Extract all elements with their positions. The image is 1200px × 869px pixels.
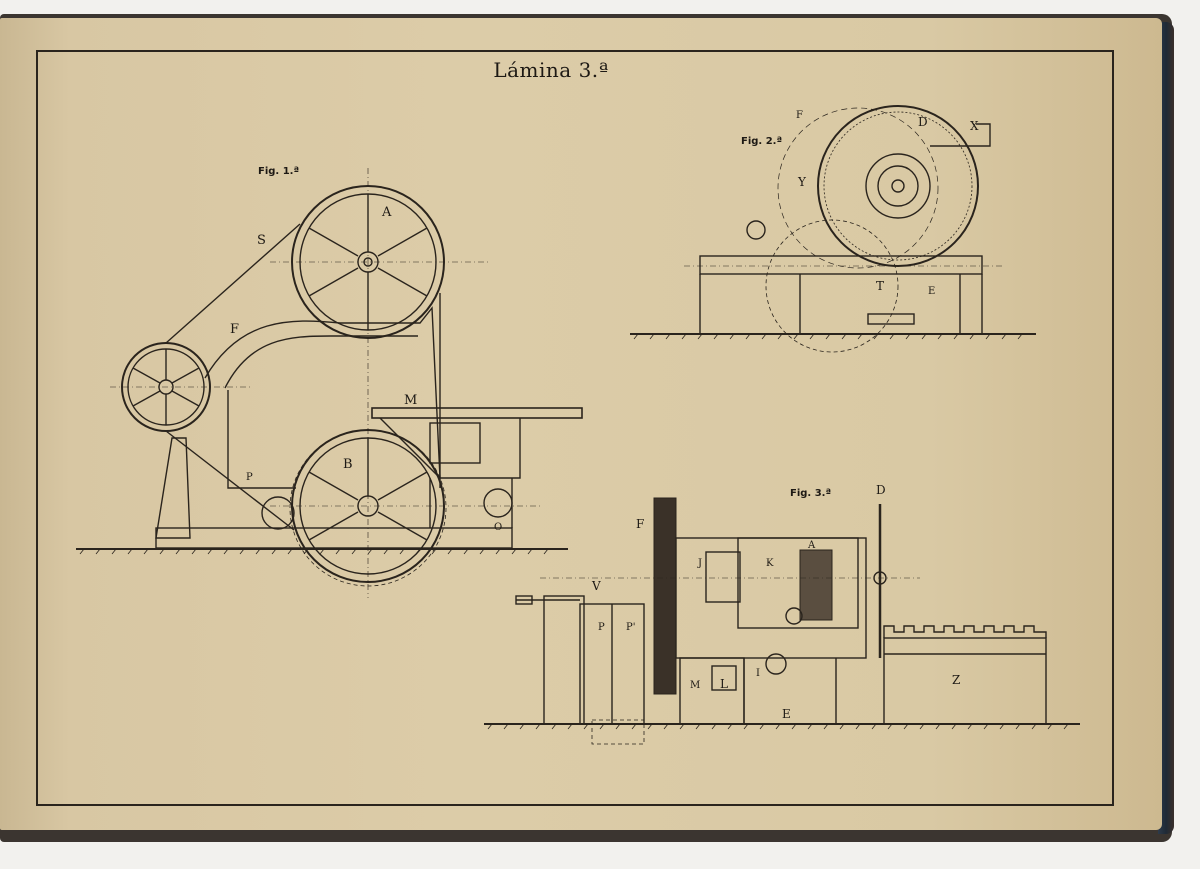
fig2-label: Fig. 2.ª: [741, 136, 783, 147]
svg-text:E: E: [782, 707, 791, 721]
svg-text:B: B: [343, 457, 353, 472]
svg-text:A: A: [381, 205, 392, 220]
svg-text:T: T: [876, 279, 884, 293]
svg-text:K: K: [766, 558, 774, 569]
svg-text:D: D: [876, 483, 886, 497]
svg-text:O: O: [494, 522, 502, 533]
svg-text:Y: Y: [797, 175, 807, 189]
svg-text:P': P': [626, 622, 635, 633]
fig2-part-letters: D F X Y T E: [796, 110, 979, 297]
fig3-label: Fig. 3.ª: [790, 488, 832, 499]
svg-text:V: V: [591, 579, 601, 593]
plate-page: Lámina 3.ª Fig. 1.ª Fig. 2.ª Fig. 3.ª: [0, 18, 1162, 830]
technical-drawing: A B S F M P O: [76, 105, 1080, 745]
plate-title: Lámina 3.ª: [0, 58, 1162, 82]
svg-text:P: P: [246, 472, 253, 483]
svg-text:J: J: [697, 558, 702, 569]
svg-text:D: D: [918, 115, 928, 129]
svg-text:Z: Z: [952, 673, 960, 687]
fig1-bandsaw: [76, 168, 583, 598]
svg-text:F: F: [230, 322, 239, 337]
svg-text:M: M: [404, 393, 417, 408]
svg-text:A: A: [807, 540, 816, 551]
svg-text:P: P: [598, 622, 605, 633]
svg-text:F: F: [796, 110, 803, 121]
book-spine-edge: [1158, 22, 1174, 834]
svg-text:F: F: [636, 517, 644, 531]
svg-text:M: M: [690, 680, 700, 691]
fig1-label: Fig. 1.ª: [258, 166, 300, 177]
svg-text:X: X: [970, 119, 979, 133]
svg-text:E: E: [928, 286, 935, 297]
svg-text:S: S: [257, 233, 266, 248]
fig2-side-view: [630, 105, 1036, 353]
svg-text:I: I: [756, 668, 760, 679]
plate-frame: [36, 50, 1114, 806]
fig3-part-letters: F D V P P' A J K L M E I Z: [591, 483, 960, 721]
svg-text:L: L: [720, 677, 728, 691]
fig1-part-letters: A B S F M P O: [230, 205, 502, 533]
plate-title-text: Lámina 3.ª: [493, 58, 609, 82]
fig3-front-view: [484, 497, 1080, 745]
